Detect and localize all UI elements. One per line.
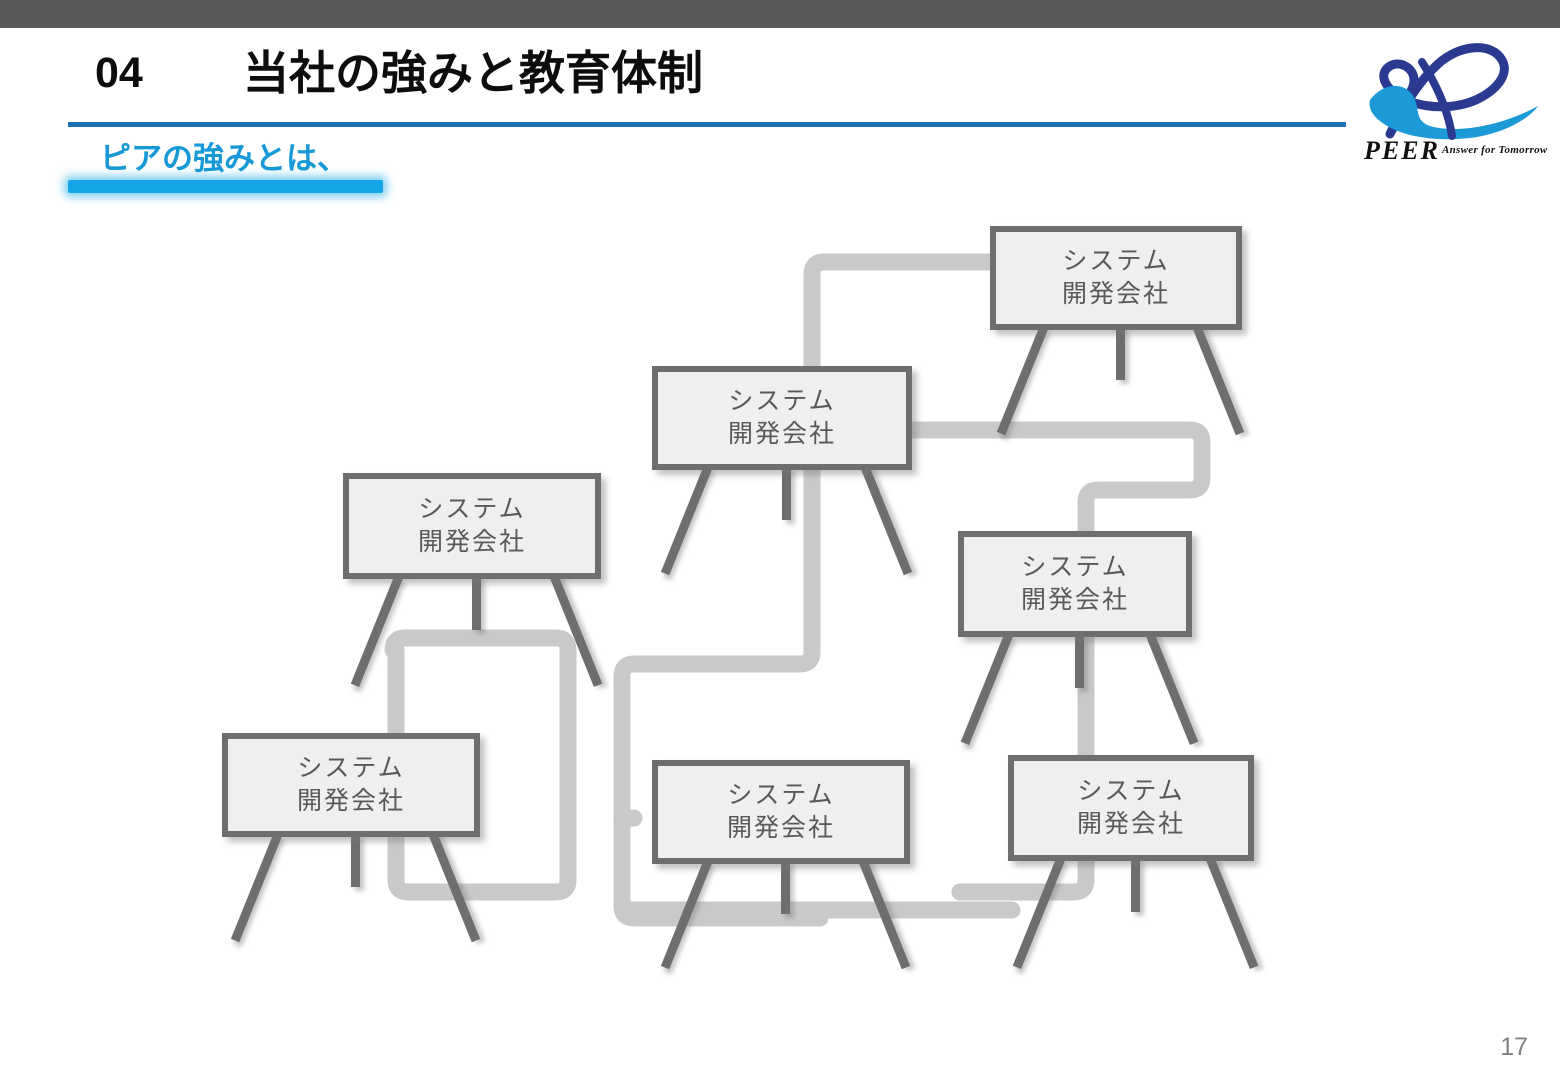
diagram-node[interactable]: システム開発会社 [343, 473, 603, 689]
node-label-line-2: 開発会社 [727, 420, 836, 448]
diagram-node[interactable]: システム開発会社 [958, 531, 1199, 747]
node-label-line-1: システム [1021, 552, 1129, 581]
diagram-node[interactable]: システム開発会社 [990, 226, 1245, 440]
easel-leg-right [1205, 855, 1259, 970]
easel-leg-right [1192, 324, 1245, 436]
easel-leg-left [960, 631, 1014, 746]
subtitle: ピアの強みとは、 [100, 141, 348, 176]
diagram-node[interactable]: システム開発会社 [1008, 755, 1259, 971]
easel-leg-left [1012, 855, 1066, 970]
easel-leg-right [549, 573, 603, 688]
header-divider [68, 122, 1346, 127]
node-label-line-1: システム [1077, 776, 1185, 805]
easel-leg-left [230, 831, 283, 943]
node-label-line-2: 開発会社 [1076, 810, 1185, 838]
edge-n2-n4-n7 [903, 421, 1211, 901]
node-label-line-1: システム [418, 494, 526, 523]
easel-leg-center [1075, 633, 1084, 688]
node-label-line-2: 開発会社 [1061, 280, 1170, 308]
easel-leg-left [660, 464, 713, 576]
easel-leg-center [1131, 857, 1140, 912]
node-label-line-1: システム [297, 753, 405, 782]
easel-leg-right [1145, 631, 1199, 746]
edge-n3-n5 [384, 629, 577, 901]
easel-leg-right [428, 831, 481, 943]
node-label-line-2: 開発会社 [417, 528, 526, 556]
node-board[interactable]: システム開発会社 [652, 760, 910, 864]
node-label-line-1: システム [727, 780, 835, 809]
easel-leg-center [351, 833, 360, 887]
node-label-line-2: 開発会社 [1020, 586, 1129, 614]
diagram-node[interactable]: システム開発会社 [652, 366, 913, 580]
easel-leg-left [660, 858, 713, 970]
node-board[interactable]: システム開発会社 [343, 473, 601, 579]
easel-leg-center [1116, 326, 1125, 380]
easel-leg-center [781, 860, 790, 914]
section-number: 04 [95, 49, 143, 97]
node-board[interactable]: システム開発会社 [958, 531, 1192, 637]
easel-leg-left [350, 573, 404, 688]
page-number: 17 [1500, 1033, 1528, 1061]
logo-tagline: Answer for Tomorrow [1442, 144, 1548, 156]
diagram-node[interactable]: システム開発会社 [652, 760, 911, 974]
node-label-line-1: システム [728, 386, 836, 415]
node-board[interactable]: システム開発会社 [222, 733, 480, 837]
peer-logo: PEER Answer for Tomorrow [1352, 36, 1548, 165]
subtitle-highlight-bar [68, 180, 383, 193]
peer-logo-mark [1369, 43, 1538, 140]
node-board[interactable]: システム開発会社 [652, 366, 912, 470]
page-title: 当社の強みと教育体制 [243, 47, 703, 99]
top-bar [0, 0, 1560, 28]
node-board[interactable]: システム開発会社 [990, 226, 1242, 330]
easel-leg-center [472, 575, 481, 630]
easel-leg-left [996, 324, 1049, 436]
node-label-line-1: システム [1062, 246, 1170, 275]
diagram-node[interactable]: システム開発会社 [222, 733, 481, 947]
node-label-line-2: 開発会社 [296, 787, 405, 815]
node-board[interactable]: システム開発会社 [1008, 755, 1254, 861]
easel-leg-right [858, 858, 911, 970]
node-label-line-2: 開発会社 [726, 814, 835, 842]
logo-wordmark: PEER [1364, 136, 1440, 165]
easel-leg-center [782, 466, 791, 520]
edge-n6-n7 [613, 809, 829, 927]
easel-leg-right [860, 464, 913, 576]
